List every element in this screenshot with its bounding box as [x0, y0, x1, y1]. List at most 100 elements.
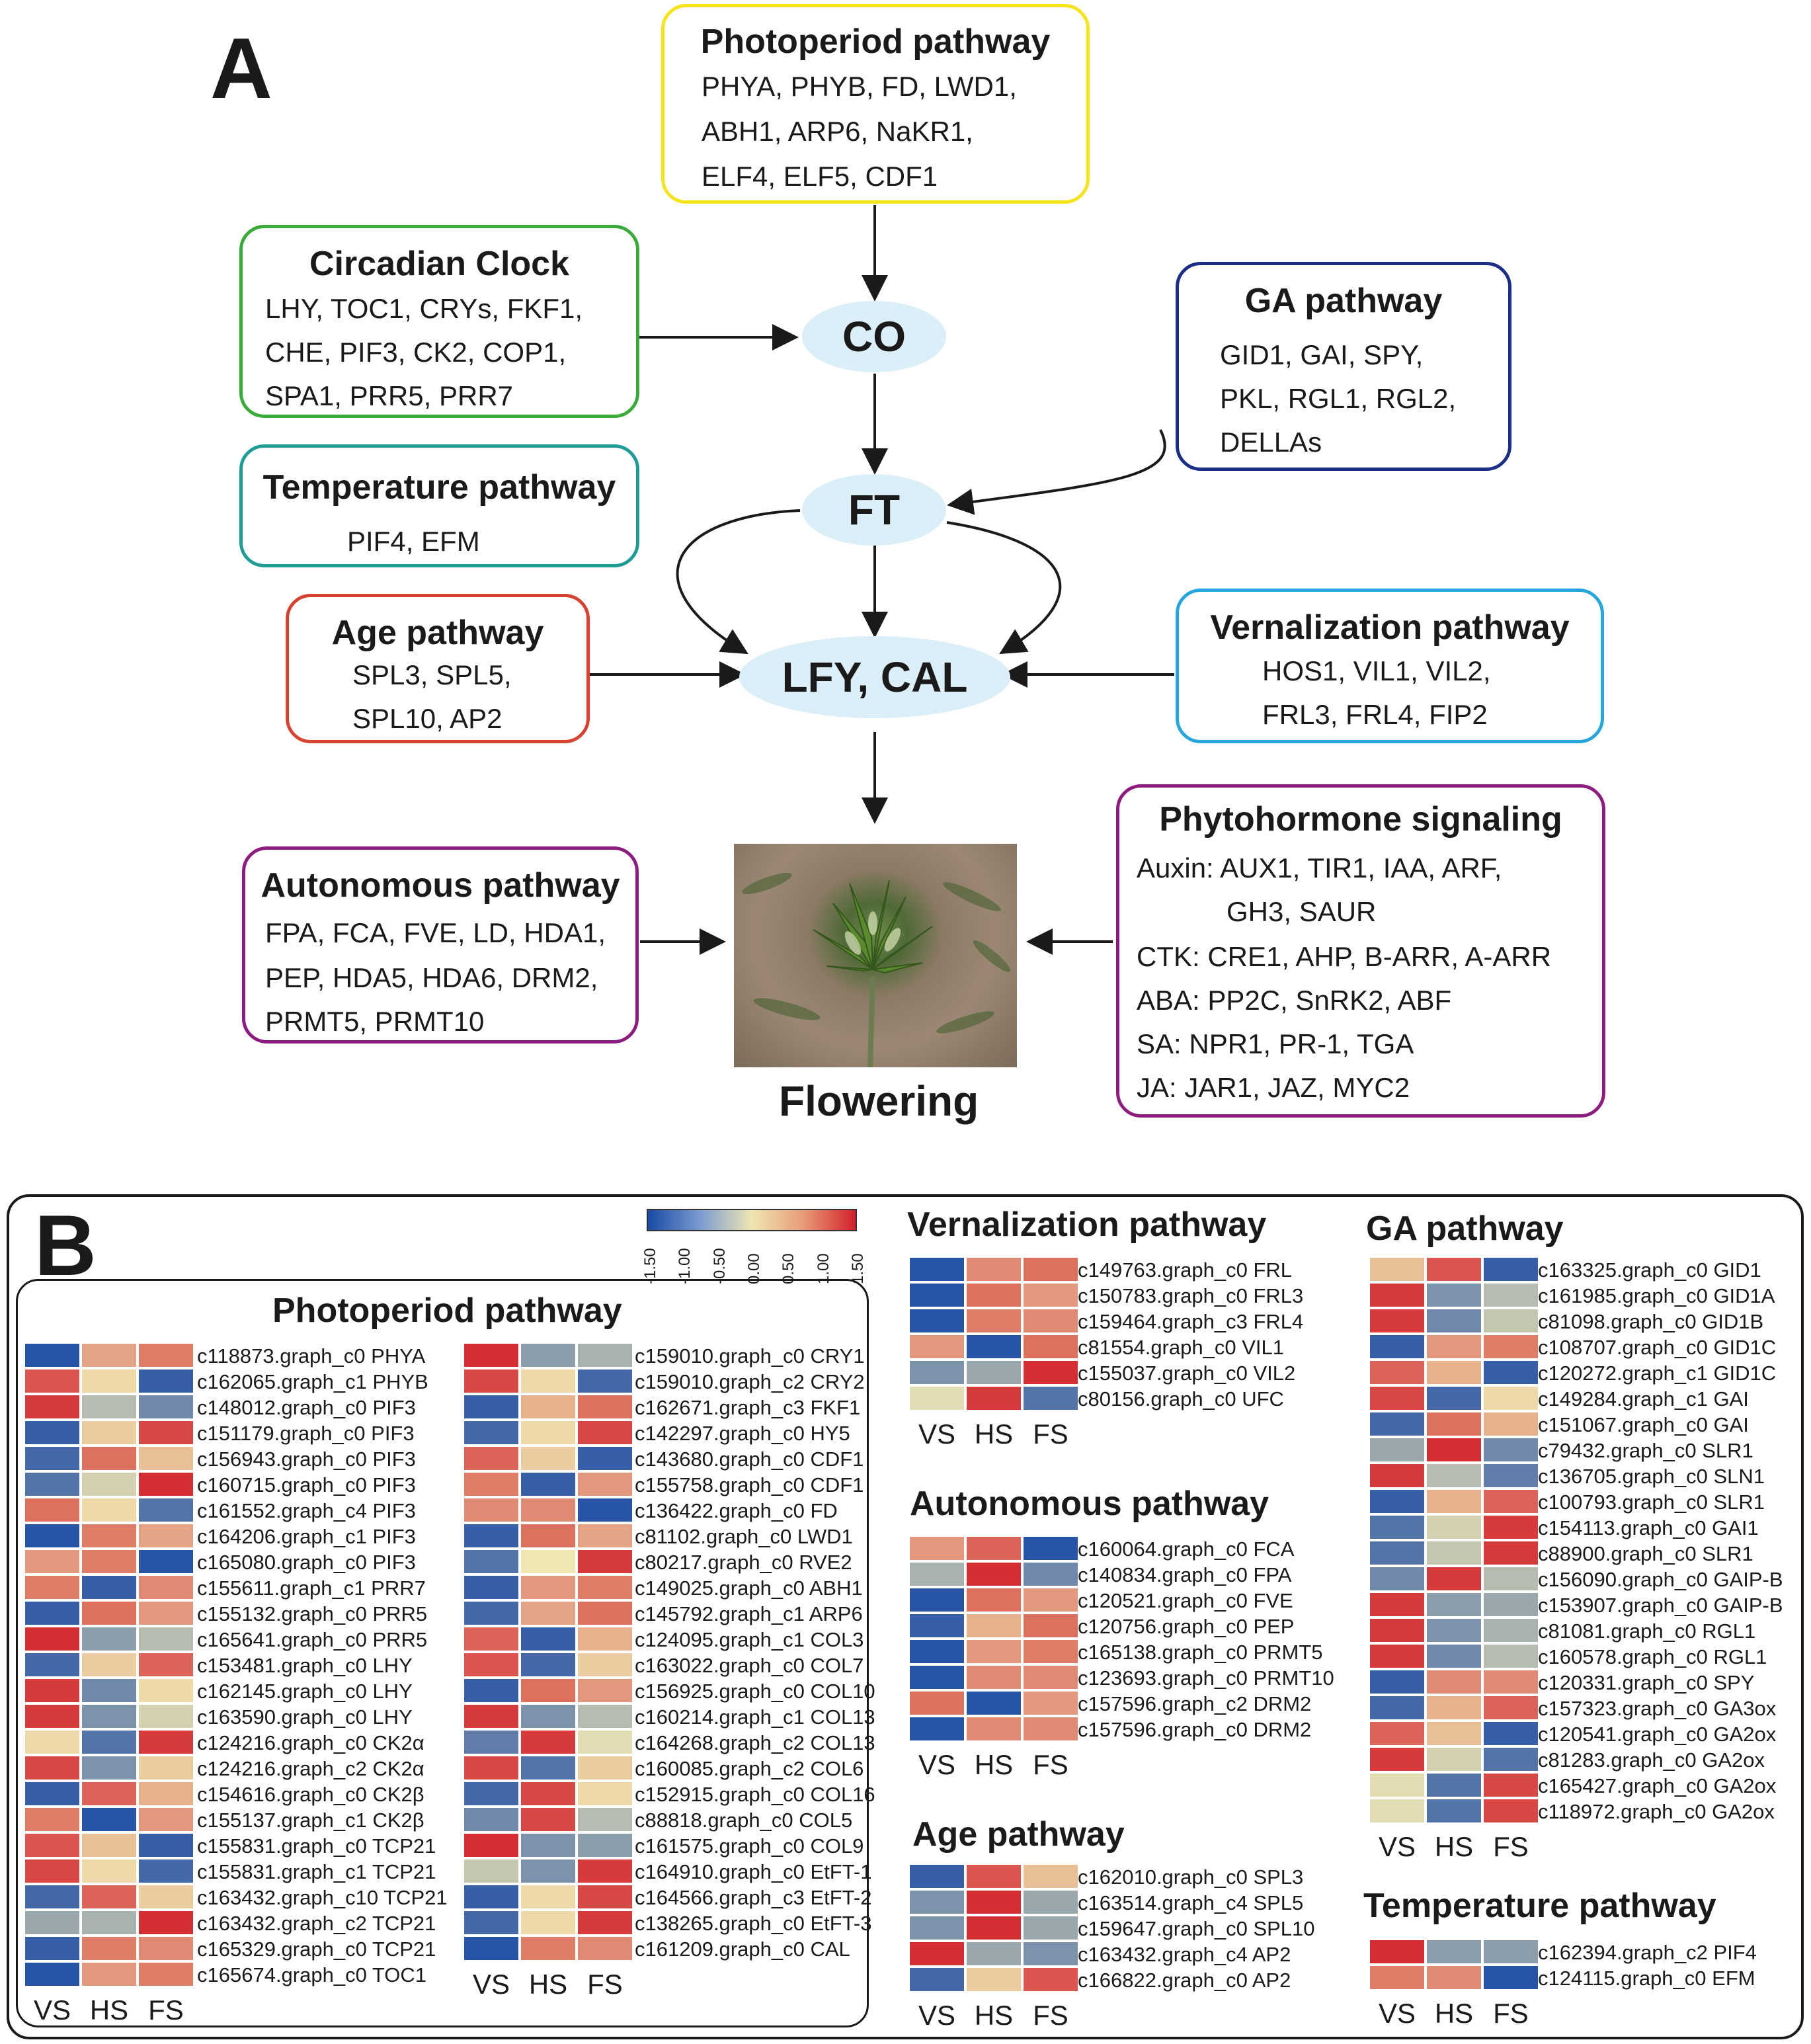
heatmap-cell [520, 1420, 577, 1446]
heatmap-cell [463, 1936, 520, 1961]
heatmap-cell [908, 1889, 965, 1915]
ga-line: DELLAs [1220, 427, 1322, 458]
gene-label: c118873.graph_c0 PHYA [197, 1344, 426, 1368]
heatmap-cell [1482, 1643, 1539, 1669]
lfy-cal-node: LFY, CAL [739, 636, 1010, 718]
heatmap-cell [1369, 1334, 1426, 1360]
heatmap-cell [1022, 1535, 1079, 1561]
heatmap-cell [577, 1755, 633, 1781]
gene-label: c151067.graph_c0 GAI [1538, 1413, 1749, 1436]
gene-label: c81554.graph_c0 VIL1 [1078, 1336, 1284, 1359]
heatmap-cell [81, 1832, 138, 1858]
gene-label: c88900.graph_c0 SLR1 [1538, 1542, 1753, 1565]
ft-node: FT [802, 474, 946, 546]
heatmap-cell [520, 1858, 577, 1884]
gene-label: c159464.graph_c3 FRL4 [1078, 1310, 1304, 1333]
heatmap-cell [463, 1729, 520, 1755]
gene-label: c157323.graph_c0 GA3ox [1538, 1697, 1777, 1720]
heatmap-cell [81, 1523, 138, 1549]
heatmap-cell [520, 1755, 577, 1781]
autonomous-line: FPA, FCA, FVE, LD, HDA1, [265, 917, 606, 948]
gene-label: c100793.graph_c0 SLR1 [1538, 1491, 1765, 1514]
heatmap-cell [908, 1587, 965, 1613]
heatmap-cell [1482, 1334, 1539, 1360]
heatmap-cell [138, 1523, 194, 1549]
column-label: VS [918, 1418, 956, 1450]
heatmap-cell [138, 1446, 194, 1471]
heatmap-cell [965, 1690, 1022, 1716]
heatmap-cell [1022, 1613, 1079, 1639]
heatmap-cell [908, 1256, 965, 1282]
heatmap-cell [908, 1639, 965, 1664]
column-label: VS [472, 1969, 510, 2000]
arrow-ga-ft [947, 429, 1166, 515]
vernalization-box: Vernalization pathway HOS1, VIL1, VIL2, … [1176, 589, 1604, 743]
column-label: FS [1493, 1998, 1529, 2029]
heatmap-cell [463, 1626, 520, 1652]
gene-label: c154616.graph_c0 CK2β [197, 1783, 424, 1806]
heatmap-cell [138, 1342, 194, 1368]
gene-label: c120272.graph_c1 GID1C [1538, 1362, 1777, 1385]
gene-label: c165138.graph_c0 PRMT5 [1078, 1641, 1323, 1664]
heatmap-cell [1022, 1256, 1079, 1282]
heatmap-cell [1022, 1863, 1079, 1889]
phytohormone-line: SA: NPR1, PR-1, TGA [1137, 1028, 1414, 1059]
heatmap-cell [1022, 1385, 1079, 1411]
heatmap-cell [520, 1574, 577, 1600]
heatmap-cell [24, 1342, 81, 1368]
heatmap-cell [1482, 1282, 1539, 1308]
heatmap-cell [1426, 1463, 1482, 1489]
heatmap-cell [463, 1574, 520, 1600]
heatmap-cell [908, 1282, 965, 1308]
column-label: VS [33, 1994, 71, 2025]
heatmap-cell [520, 1497, 577, 1523]
gene-label: c154113.graph_c0 GAI1 [1538, 1516, 1759, 1539]
legend-tick: 0.00 [745, 1253, 763, 1284]
heatmap-cell [577, 1368, 633, 1394]
gene-label: c163432.graph_c2 TCP21 [197, 1912, 436, 1935]
gene-label: c163590.graph_c0 LHY [197, 1705, 413, 1729]
heatmap-cell [24, 1858, 81, 1884]
heatmap-cell [1426, 1308, 1482, 1334]
heatmap-cell [1482, 1669, 1539, 1695]
heatmap-cell [138, 1678, 194, 1703]
heatmap-cell [81, 1910, 138, 1936]
heatmap-cell [1022, 1716, 1079, 1742]
heatmap-cell [520, 1394, 577, 1420]
heatmap-cell [577, 1574, 633, 1600]
heatmap-cell [1022, 1690, 1079, 1716]
heatmap-cell [908, 1360, 965, 1385]
gene-label: c165641.graph_c0 PRR5 [197, 1628, 428, 1651]
heatmap-cell [520, 1652, 577, 1678]
heatmap-cell [965, 1334, 1022, 1360]
heatmap-cell [463, 1600, 520, 1626]
heatmap-cell [1369, 1463, 1426, 1489]
gene-label: c124216.graph_c0 CK2α [197, 1731, 424, 1754]
heatmap-cell [965, 1941, 1022, 1967]
heatmap-cell [81, 1368, 138, 1394]
heatmap-cell [1022, 1308, 1079, 1334]
panel-a-label: A [210, 20, 272, 116]
heatmap-cell [24, 1368, 81, 1394]
heatmap-cell [138, 1910, 194, 1936]
heatmap-cell [520, 1703, 577, 1729]
heatmap-cell [520, 1832, 577, 1858]
gene-label: c155758.graph_c0 CDF1 [635, 1473, 864, 1496]
heatmap-cell [463, 1807, 520, 1832]
heatmap-cell [81, 1858, 138, 1884]
gene-label: c149025.graph_c0 ABH1 [635, 1576, 863, 1600]
photoperiod-line: ELF4, ELF5, CDF1 [702, 161, 938, 192]
heatmap-cell [1482, 1256, 1539, 1282]
heatmap-cell [1369, 1566, 1426, 1592]
gene-label: c164206.graph_c1 PIF3 [197, 1525, 416, 1548]
heatmap-cell [908, 1561, 965, 1587]
heatmap-cell [1369, 1540, 1426, 1566]
heatmap-cell [1022, 1639, 1079, 1664]
heatmap-cell [577, 1446, 633, 1471]
gene-label: c161552.graph_c4 PIF3 [197, 1499, 416, 1522]
heatmap-cell [965, 1967, 1022, 1992]
circadian-title: Circadian Clock [309, 245, 570, 283]
heatmap-cell [463, 1420, 520, 1446]
heatmap-cell [81, 1394, 138, 1420]
heatmap-cell [965, 1282, 1022, 1308]
